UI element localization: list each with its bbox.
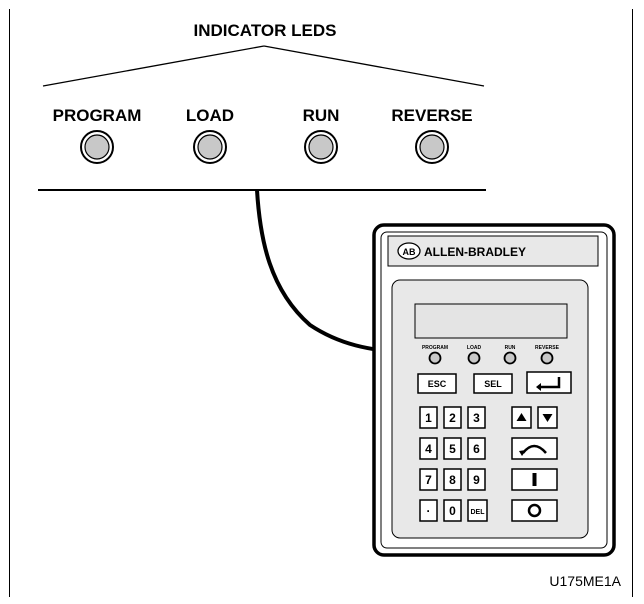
key-6[interactable]: 6 [467, 437, 486, 460]
small-led-run [503, 351, 517, 365]
key-0-label: 0 [449, 504, 456, 518]
small-led-label-reverse: REVERSE [535, 345, 560, 351]
led-label-reverse: REVERSE [391, 106, 472, 125]
lcd-screen [414, 303, 568, 339]
enter-arrowhead-icon [536, 383, 541, 391]
bracket-right-line [263, 45, 485, 87]
stop-key[interactable] [511, 499, 558, 522]
key-9-label: 9 [473, 473, 480, 487]
key-5[interactable]: 5 [443, 437, 462, 460]
key-6-label: 6 [473, 442, 480, 456]
key-2[interactable]: 2 [443, 406, 462, 429]
key-1[interactable]: 1 [419, 406, 438, 429]
small-led-label-program: PROGRAM [422, 345, 448, 351]
small-led-label-run: RUN [505, 345, 516, 351]
enter-arrow-icon [540, 377, 561, 389]
up-arrow-key[interactable] [511, 406, 532, 429]
ab-logo [397, 242, 421, 260]
reverse-direction-key[interactable] [511, 437, 558, 460]
key-7-label: 7 [425, 473, 432, 487]
decimal-key-label: · [427, 504, 431, 518]
stop-circle-icon [527, 503, 542, 518]
enter-key[interactable] [526, 371, 572, 394]
up-arrow-icon [516, 413, 527, 421]
ab-logo-text: AB [403, 247, 416, 257]
small-led-load [467, 351, 481, 365]
small-led-label-load: LOAD [467, 345, 482, 351]
led-run [304, 130, 338, 164]
figure-id: U175ME1A [549, 573, 621, 589]
key-1-label: 1 [425, 411, 432, 425]
leader-curve [255, 189, 406, 355]
indicator-leds-heading: INDICATOR LEDS [194, 21, 337, 40]
small-led-reverse [540, 351, 554, 365]
key-5-label: 5 [449, 442, 456, 456]
brand-bar [387, 235, 599, 267]
decimal-key[interactable]: · [419, 499, 438, 522]
sel-key-label: SEL [484, 379, 502, 389]
sel-key[interactable]: SEL [473, 373, 513, 394]
key-0[interactable]: 0 [443, 499, 462, 522]
key-8[interactable]: 8 [443, 468, 462, 491]
start-key[interactable] [511, 468, 558, 491]
esc-key[interactable]: ESC [417, 373, 457, 394]
del-key[interactable]: DEL [467, 499, 488, 522]
del-key-label: DEL [471, 509, 486, 516]
reverse-direction-arrowhead-icon [519, 450, 526, 456]
down-arrow-icon [542, 414, 553, 422]
led-program [80, 130, 114, 164]
key-4-label: 4 [425, 442, 432, 456]
key-7[interactable]: 7 [419, 468, 438, 491]
led-reverse [415, 130, 449, 164]
key-4[interactable]: 4 [419, 437, 438, 460]
led-label-run: RUN [303, 106, 340, 125]
figure-frame [9, 9, 633, 597]
led-label-load: LOAD [186, 106, 234, 125]
key-3-label: 3 [473, 411, 480, 425]
brand-name: ALLEN-BRADLEY [424, 245, 526, 259]
esc-key-label: ESC [428, 379, 447, 389]
down-arrow-key[interactable] [537, 406, 558, 429]
led-label-program: PROGRAM [53, 106, 142, 125]
small-led-program [428, 351, 442, 365]
keypad-inner-bezel [380, 231, 608, 549]
key-9[interactable]: 9 [467, 468, 486, 491]
led-load [193, 130, 227, 164]
keypad-device: AB ALLEN-BRADLEY PROGRAM LOAD RUN REVERS… [372, 223, 616, 557]
key-8-label: 8 [449, 473, 456, 487]
bracket-left-line [42, 45, 265, 87]
key-3[interactable]: 3 [467, 406, 486, 429]
start-bar-icon [532, 473, 537, 486]
key-2-label: 2 [449, 411, 456, 425]
